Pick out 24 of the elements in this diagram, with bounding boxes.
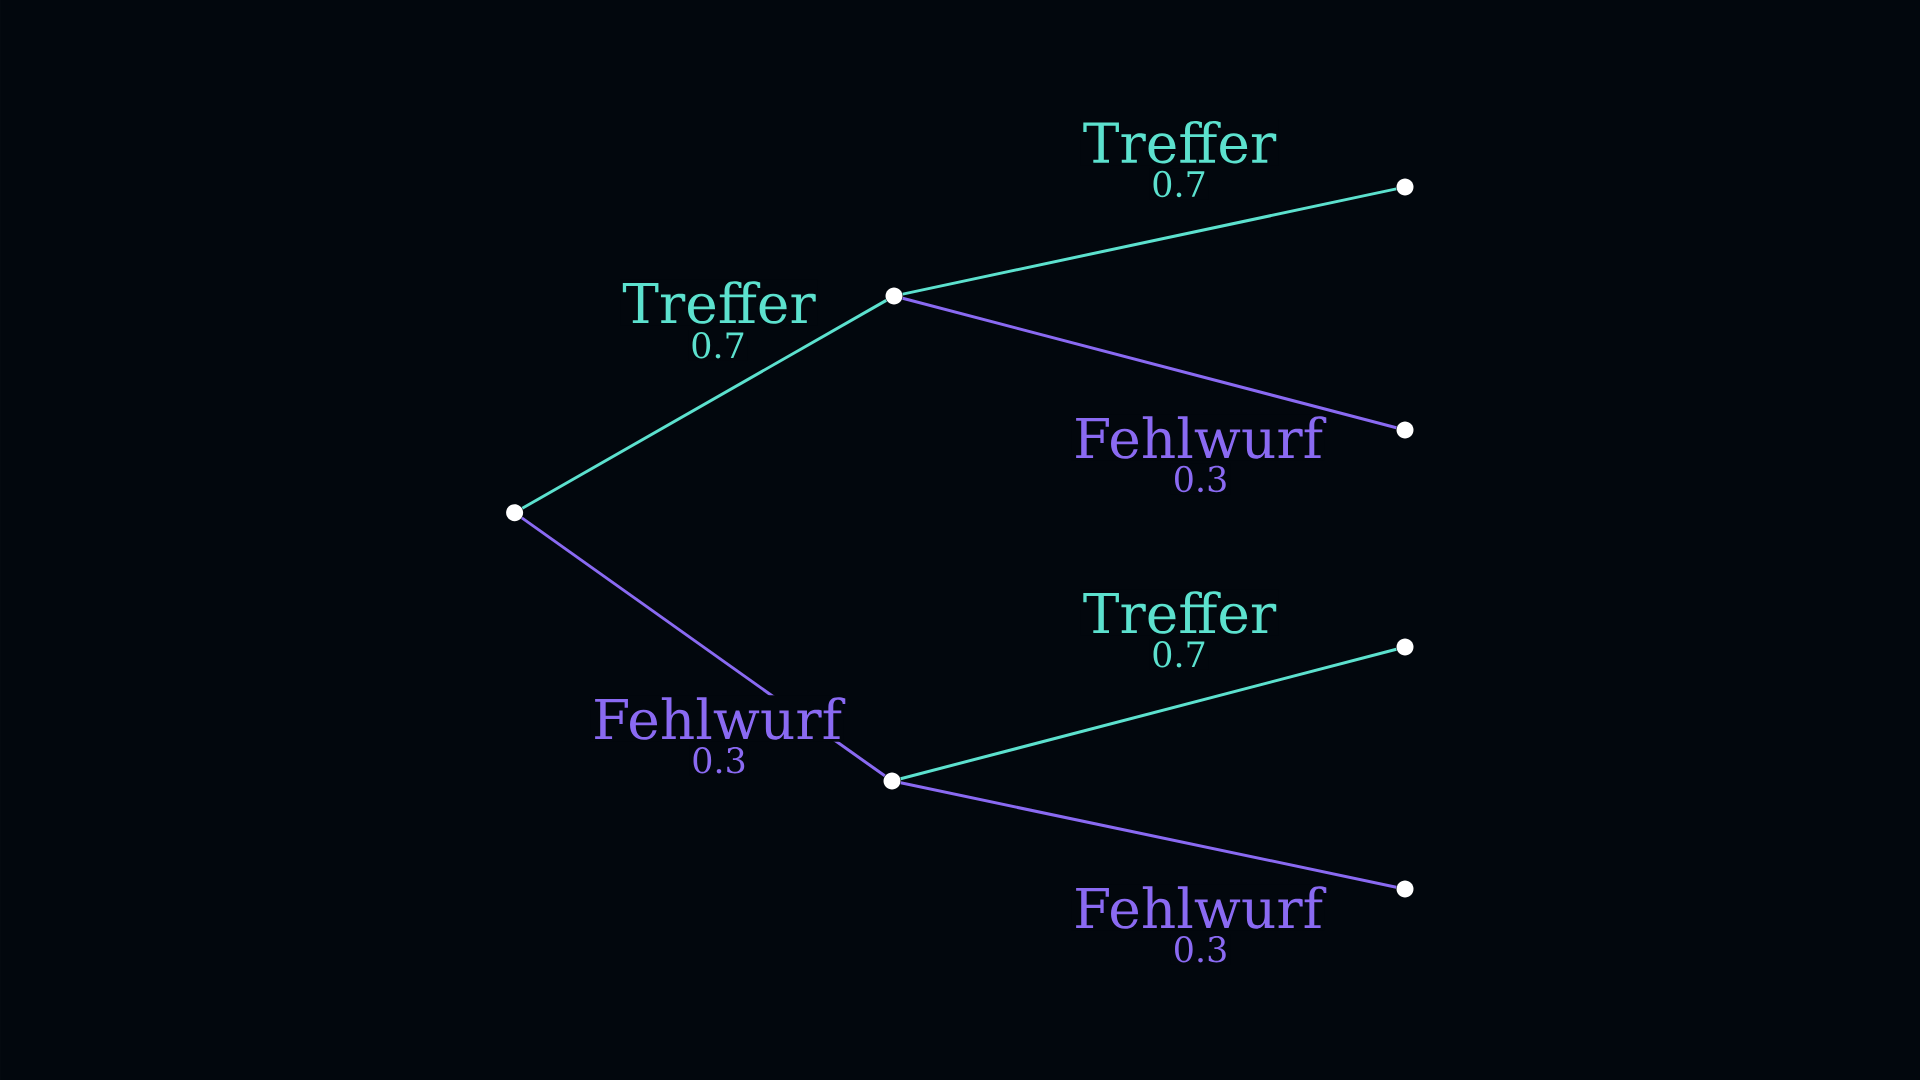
probability-label: 0.3 [689,745,749,776]
dot [883,772,901,790]
branch-line [900,781,1397,889]
dot [1396,178,1414,196]
probability-label: 0.7 [1149,639,1209,670]
probability-label: 0.7 [688,330,748,361]
branch-line [902,187,1397,296]
branch-line [521,299,888,510]
dot [1396,638,1414,656]
dot [885,287,903,305]
probability-label: 0.3 [1170,934,1231,965]
branch-line [900,647,1397,781]
probability-label: 0.7 [1149,168,1209,200]
dot [1396,421,1414,439]
probability-label: 0.3 [1170,463,1231,495]
edge-label: Fehlwurf [590,695,846,742]
edge-label: Treffer [620,279,818,326]
branch-line [902,296,1397,430]
edge-label: Treffer [1080,118,1279,166]
edge-label: Treffer [1080,589,1279,636]
dot [1396,880,1414,898]
dot [506,504,524,522]
edge-label: Fehlwurf [1071,884,1327,931]
edge-label: Fehlwurf [1071,414,1327,461]
